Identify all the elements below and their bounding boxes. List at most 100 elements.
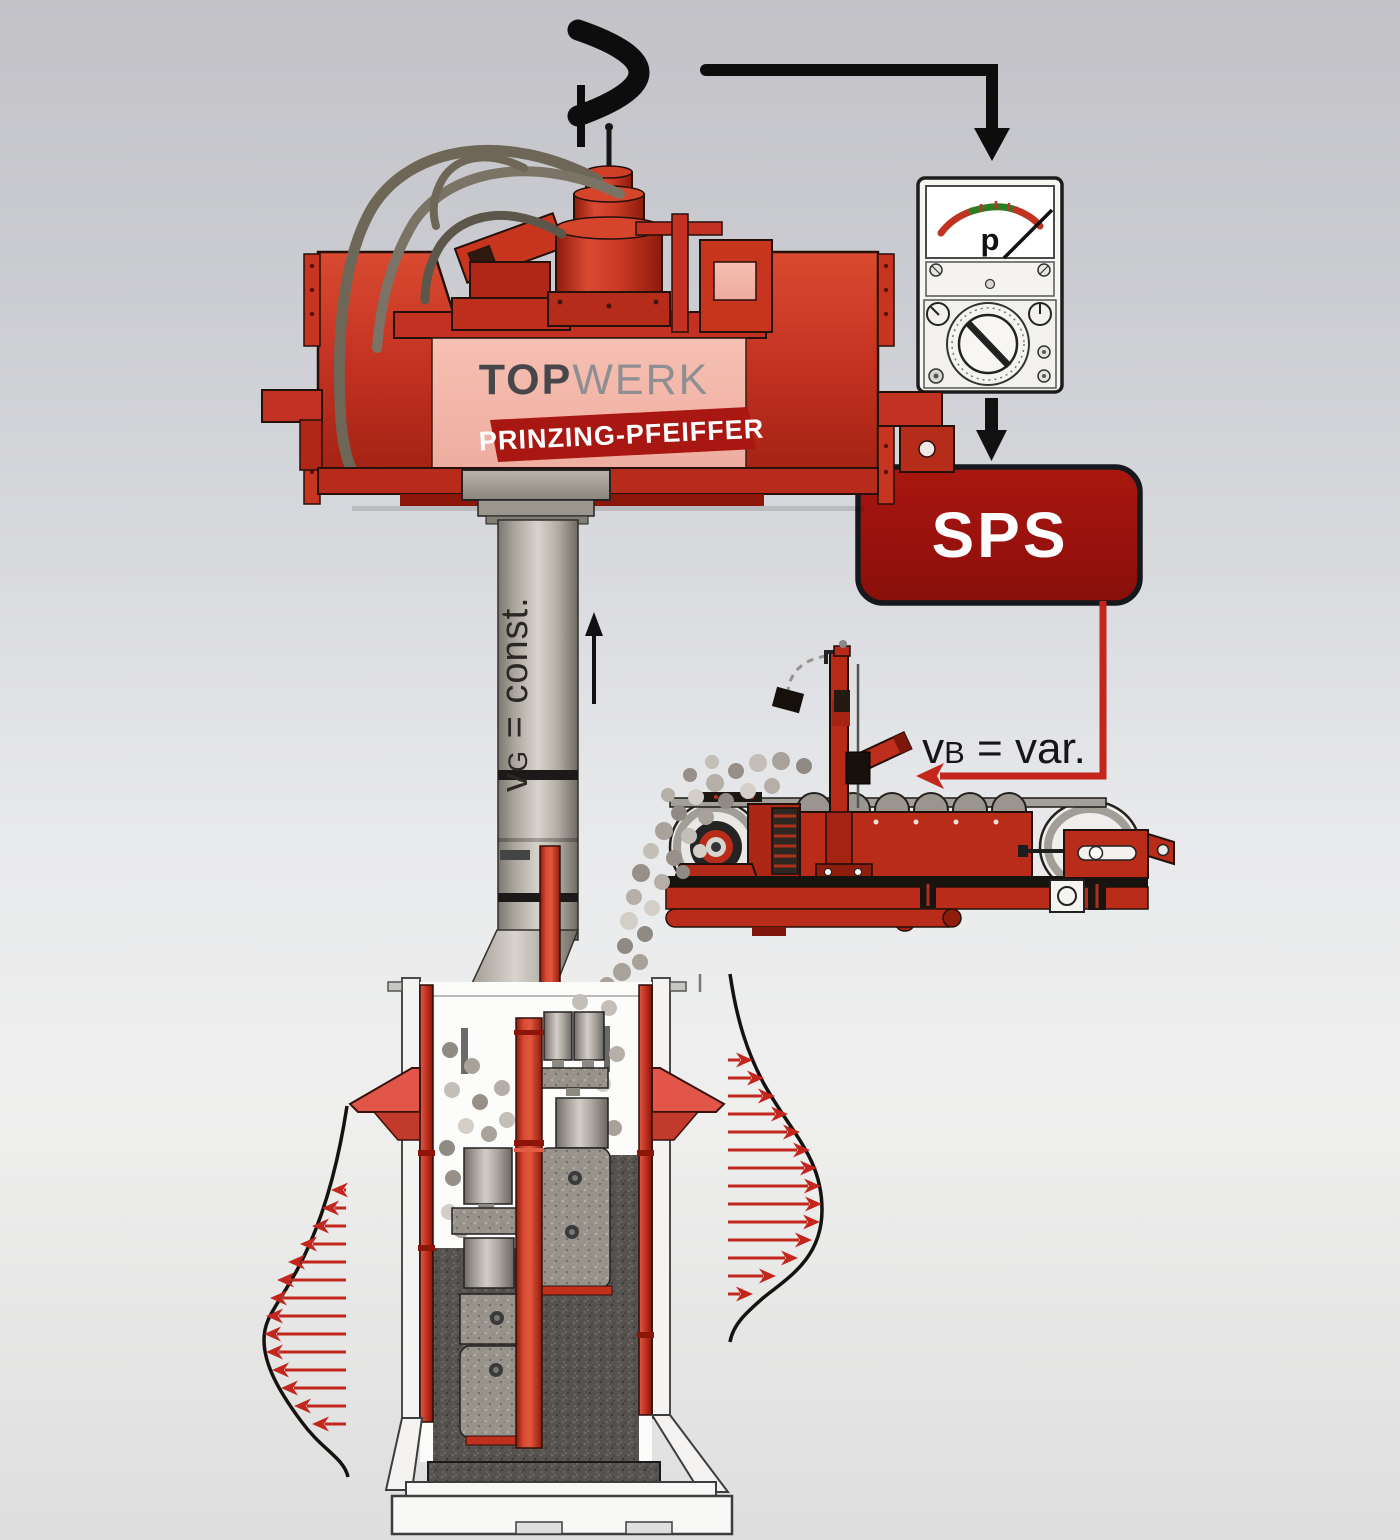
signal-line — [700, 64, 998, 138]
pressure-arrow-icon — [783, 1124, 800, 1140]
sps-box: SPS — [855, 464, 1143, 606]
pressure-arrow-icon — [803, 1214, 820, 1230]
aggregate-dot — [661, 788, 675, 802]
aggregate-dot — [688, 789, 704, 805]
belt-speed-label: vB = var. — [922, 724, 1086, 773]
pressure-arrow-icon — [747, 1070, 764, 1086]
drive-gear — [771, 807, 799, 875]
hose-icon — [333, 144, 604, 484]
aggregate-dot — [693, 844, 707, 858]
aggregate-dot — [494, 1080, 510, 1096]
pressure-arrow-icon — [264, 1326, 281, 1342]
aggregate-dot — [654, 874, 670, 890]
pressure-symbol-p-stem — [577, 85, 585, 147]
aggregate-dot — [444, 1082, 460, 1098]
pressure-arrow-icon — [793, 1142, 810, 1158]
aggregate-dot — [472, 1094, 488, 1110]
arrow-down-icon — [976, 430, 1007, 461]
aggregate-dot — [458, 1118, 474, 1134]
pressure-arrow-icon — [322, 1200, 339, 1216]
shaft-speed-label: vG = const. — [494, 596, 536, 792]
core-rod — [515, 1017, 543, 1449]
aggregate-dot — [666, 850, 682, 866]
pressure-arrow-icon — [805, 1196, 822, 1212]
aggregate-dot — [764, 778, 780, 794]
mold-flange-right — [651, 1067, 726, 1141]
screw-icon — [984, 278, 996, 290]
feedback-line — [916, 601, 1107, 789]
aggregate-dot — [499, 1112, 515, 1128]
brand-topwerk: TOPWERK — [479, 356, 710, 404]
pressure-arrow-icon — [771, 1106, 788, 1122]
pressure-symbol-p — [567, 19, 650, 127]
pressure-arrow-icon — [272, 1362, 289, 1378]
aggregate-dot — [676, 865, 690, 879]
aggregate-dot — [439, 1140, 455, 1156]
aggregate-dot — [683, 768, 697, 782]
pressure-arrow-icon — [312, 1416, 329, 1432]
feed-mast — [815, 640, 913, 887]
mold-wall-left — [419, 984, 434, 1423]
pressure-arrow-icon — [781, 1250, 798, 1266]
aggregate-dot — [442, 1042, 458, 1058]
shaft-collar — [461, 469, 611, 501]
pressure-arrow-icon — [300, 1236, 317, 1252]
mold-cross-section — [348, 974, 734, 1536]
pressure-arrow-icon — [266, 1344, 283, 1360]
aggregate-dot — [609, 1046, 625, 1062]
aggregate-dot — [572, 994, 588, 1010]
mold-wall-right — [638, 984, 653, 1416]
gauge-mid-strip — [925, 261, 1055, 297]
aggregate-dot — [606, 1120, 622, 1136]
pressure-arrow-icon — [266, 1308, 283, 1324]
pressure-arrow-icon — [277, 1272, 294, 1288]
aggregate-dot — [464, 1058, 480, 1074]
arrow-left-icon — [916, 763, 944, 789]
gauge-to-sps-arrow — [976, 398, 1007, 461]
aggregate-dot — [632, 954, 648, 970]
aggregate-dot — [671, 805, 687, 821]
aggregate-dot — [718, 793, 734, 809]
aggregate-dot — [445, 1170, 461, 1186]
arrow-up-icon — [585, 612, 603, 636]
hydraulic-hoses — [333, 144, 625, 484]
aggregate-dot — [749, 754, 767, 772]
mold-outer-wall-left — [401, 977, 421, 1426]
pressure-arrow-icon — [736, 1286, 753, 1302]
pressure-arrow-icon — [281, 1380, 298, 1396]
pressure-arrow-icon — [294, 1398, 311, 1414]
aggregate-dot — [632, 864, 650, 882]
pressure-arrow-icon — [736, 1052, 753, 1068]
pipe-frame-right — [635, 213, 773, 333]
aggregate-dot — [740, 783, 756, 799]
aggregate-dot — [643, 843, 659, 859]
pressure-curve — [262, 1105, 350, 1478]
pressure-profile-right — [728, 973, 824, 1343]
aggregate-dot — [617, 938, 633, 954]
pressure-arrow-icon — [804, 1178, 821, 1194]
pressure-profile-left — [262, 1105, 350, 1478]
machine-right-arm — [877, 391, 943, 427]
hose-icon — [420, 211, 567, 305]
gauge-unit-label: p — [981, 222, 1000, 257]
aggregate-dot — [613, 963, 631, 981]
pressure-arrow-icon — [795, 1232, 812, 1248]
aggregate-dot — [637, 926, 653, 942]
pressure-arrow-icon — [759, 1268, 776, 1284]
aggregate-dot — [481, 1126, 497, 1142]
machine-head: TOPWERK PRINZING-PFEIFFER — [261, 123, 955, 525]
pressure-arrow-icon — [800, 1160, 817, 1176]
arrow-down-icon — [974, 128, 1010, 161]
machine-left-arm — [261, 389, 323, 423]
shaft-up-arrow — [585, 612, 603, 704]
aggregate-dot — [644, 900, 660, 916]
pressure-curve — [728, 973, 824, 1343]
pressure-arrow-icon — [270, 1290, 287, 1306]
brand-banner — [490, 407, 756, 462]
pressure-arrow-icon — [288, 1254, 305, 1270]
conveyor-frame — [666, 876, 1148, 887]
mold-flange-left — [348, 1067, 421, 1141]
aggregate-dot — [601, 1000, 617, 1016]
